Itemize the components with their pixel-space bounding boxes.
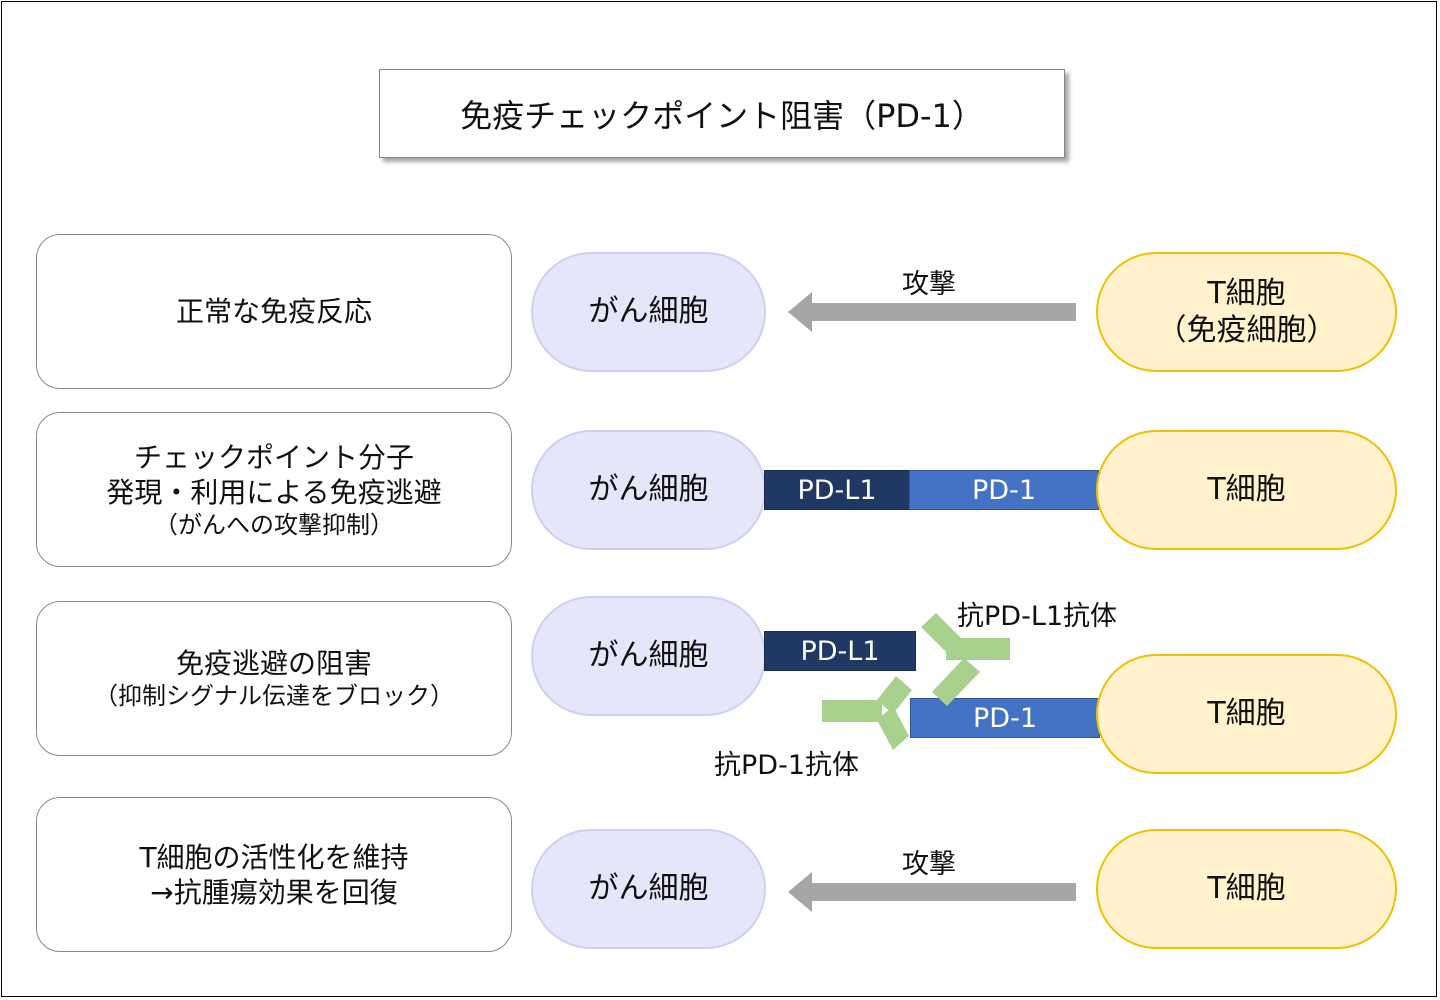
row-label-line: T細胞の活性化を維持: [139, 840, 409, 874]
attack-label: 攻撃: [902, 269, 956, 300]
pd-l1-bar: PD-L1: [764, 631, 916, 671]
cancer-cell: がん細胞: [531, 829, 766, 949]
diagram-title: 免疫チェックポイント阻害（PD-1）: [379, 69, 1065, 158]
cancer-cell: がん細胞: [531, 596, 766, 716]
attack-arrow: [788, 872, 1076, 912]
row-label-sub: （抑制シグナル伝達をブロック）: [94, 682, 454, 710]
t-cell: T細胞: [1096, 654, 1397, 774]
pd-l1-label: PD-L1: [797, 474, 877, 506]
anti-pd-l1-antibody-label: 抗PD-L1抗体: [957, 601, 1118, 632]
title-text: 免疫チェックポイント阻害（PD-1）: [460, 96, 984, 135]
row-label-line: 正常な免疫反応: [175, 295, 372, 328]
cancer-cell-label: がん細胞: [588, 871, 709, 907]
pd-1-bar: PD-1: [909, 470, 1099, 510]
row-label-sub: （がんへの攻撃抑制）: [154, 510, 394, 539]
row-label-block-escape: 免疫逃避の阻害 （抑制シグナル伝達をブロック）: [36, 601, 512, 756]
pd-1-label: PD-1: [972, 474, 1036, 506]
cancer-cell: がん細胞: [531, 252, 766, 372]
row-label-line: チェックポイント分子: [133, 440, 414, 474]
t-cell-label: T細胞: [1207, 472, 1286, 508]
pd-1-bar: PD-1: [910, 698, 1100, 738]
pd-l1-label: PD-L1: [800, 635, 880, 667]
anti-pd-l1-antibody-icon: [921, 613, 1010, 706]
t-cell-label: T細胞: [1207, 871, 1286, 907]
pd-1-label: PD-1: [973, 702, 1037, 734]
t-cell-label: T細胞: [1207, 696, 1286, 732]
cancer-cell: がん細胞: [531, 430, 766, 550]
t-cell-label: T細胞: [1207, 275, 1286, 311]
t-cell: T細胞: [1096, 829, 1397, 949]
row-label-normal-immune: 正常な免疫反応: [36, 234, 512, 389]
cancer-cell-label: がん細胞: [588, 638, 709, 674]
anti-pd-1-antibody-icon: [822, 676, 912, 750]
row-label-immune-escape: チェックポイント分子 発現・利用による免疫逃避 （がんへの攻撃抑制）: [36, 412, 512, 567]
attack-label: 攻撃: [902, 849, 956, 880]
attack-arrow: [788, 292, 1076, 332]
row-label-restore-effect: T細胞の活性化を維持 →抗腫瘍効果を回復: [36, 797, 512, 952]
t-cell-sublabel: （免疫細胞）: [1156, 313, 1337, 348]
t-cell: T細胞 （免疫細胞）: [1096, 252, 1397, 372]
pd-l1-bar: PD-L1: [764, 470, 910, 510]
anti-pd-1-antibody-label: 抗PD-1抗体: [714, 750, 859, 781]
row-label-line: →抗腫瘍効果を回復: [150, 875, 398, 909]
row-label-line: 発現・利用による免疫逃避: [106, 475, 442, 509]
t-cell: T細胞: [1096, 430, 1397, 550]
cancer-cell-label: がん細胞: [588, 294, 709, 330]
row-label-line: 免疫逃避の阻害: [175, 647, 372, 680]
cancer-cell-label: がん細胞: [588, 472, 709, 508]
